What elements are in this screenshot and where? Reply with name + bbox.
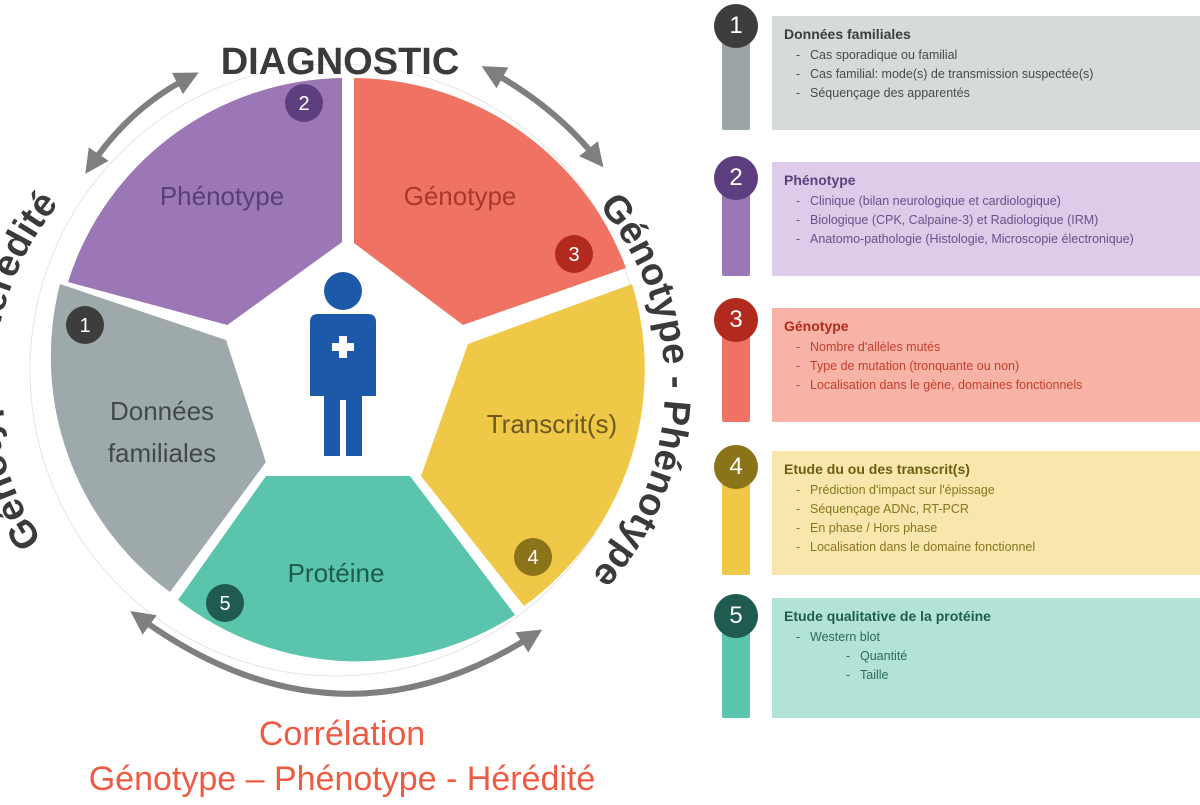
correlation-subtitle: Génotype – Phénotype - Hérédité xyxy=(89,760,596,798)
legend-number-3: 3 xyxy=(714,298,758,342)
legend-item: Cas sporadique ou familial xyxy=(784,46,1188,65)
legend-item: Anatomo-pathologie (Histologie, Microsco… xyxy=(784,230,1188,249)
badge-1: 1 xyxy=(66,306,104,344)
segment-label-phenotype: Phénotype xyxy=(160,181,284,211)
legend-title-3: Génotype xyxy=(784,318,849,334)
legend-item: Localisation dans le gène, domaines fonc… xyxy=(784,376,1188,395)
legend-item: Séquençage des apparentés xyxy=(784,84,1188,103)
legend-entry-5: 5 Etude qualitative de la protéine Weste… xyxy=(714,594,1200,718)
legend-box-2: Phénotype Clinique (bilan neurologique e… xyxy=(772,162,1200,276)
legend-panel: 1 Données familiales Cas sporadique ou f… xyxy=(714,0,1200,805)
segment-label-donnees: Données xyxy=(110,396,214,426)
correlation-title: Corrélation xyxy=(259,715,425,753)
segment-phenotype xyxy=(68,78,342,346)
legend-entry-4: 4 Etude du ou des transcrit(s) Prédictio… xyxy=(714,445,1200,575)
legend-box-4: Etude du ou des transcrit(s) Prédiction … xyxy=(772,451,1200,575)
legend-box-5: Etude qualitative de la protéine Western… xyxy=(772,598,1200,718)
double-arrow-bottom xyxy=(130,610,543,697)
legend-item: Clinique (bilan neurologique et cardiolo… xyxy=(784,192,1188,211)
segment-label-transcrits: Transcrit(s) xyxy=(487,409,617,439)
legend-box-1: Données familiales Cas sporadique ou fam… xyxy=(772,16,1200,130)
badge-3: 3 xyxy=(555,235,593,273)
badge-5: 5 xyxy=(206,584,244,622)
diagnostic-cycle-diagram: Phénotype Génotype Transcrit(s) Protéine… xyxy=(0,41,698,798)
legend-item: Western blot xyxy=(784,628,1188,647)
double-arrow-top-right xyxy=(481,66,604,168)
segment-transcrits xyxy=(421,284,645,606)
segment-donnees-familiales xyxy=(50,284,267,592)
legend-title-2: Phénotype xyxy=(784,172,856,188)
svg-text:2: 2 xyxy=(298,93,309,115)
legend-item: Nombre d'allèles mutés xyxy=(784,338,1188,357)
legend-title-1: Données familiales xyxy=(784,26,911,42)
legend-item: Type de mutation (tronquante ou non) xyxy=(784,357,1188,376)
badge-4: 4 xyxy=(514,538,552,576)
legend-box-3: Génotype Nombre d'allèles mutés Type de … xyxy=(772,308,1200,422)
segment-label-proteine: Protéine xyxy=(288,558,385,588)
svg-text:5: 5 xyxy=(219,593,230,615)
legend-item: Séquençage ADNc, RT-PCR xyxy=(784,500,1188,519)
legend-subitem: Taille xyxy=(784,666,1188,685)
segment-label-familiales: familiales xyxy=(108,438,216,468)
legend-item: Cas familial: mode(s) de transmission su… xyxy=(784,65,1188,84)
legend-number-1: 1 xyxy=(714,4,758,48)
svg-text:1: 1 xyxy=(79,315,90,337)
legend-title-4: Etude du ou des transcrit(s) xyxy=(784,461,970,477)
legend-item: Biologique (CPK, Calpaine-3) et Radiolog… xyxy=(784,211,1188,230)
segment-label-genotype: Génotype xyxy=(404,181,517,211)
legend-item: En phase / Hors phase xyxy=(784,519,1188,538)
legend-item: Prédiction d'impact sur l'épissage xyxy=(784,481,1188,500)
person-with-cross-icon xyxy=(310,272,376,456)
double-arrow-top-left xyxy=(85,72,199,174)
legend-subitem: Quantité xyxy=(784,647,1188,666)
legend-number-5: 5 xyxy=(714,594,758,638)
legend-entry-1: 1 Données familiales Cas sporadique ou f… xyxy=(714,4,1200,130)
legend-number-4: 4 xyxy=(714,445,758,489)
legend-item: Localisation dans le domaine fonctionnel xyxy=(784,538,1188,557)
legend-title-5: Etude qualitative de la protéine xyxy=(784,608,991,624)
badge-2: 2 xyxy=(285,84,323,122)
svg-text:4: 4 xyxy=(527,547,538,569)
legend-entry-3: 3 Génotype Nombre d'allèles mutés Type d… xyxy=(714,298,1200,422)
legend-number-2: 2 xyxy=(714,156,758,200)
legend-entry-2: 2 Phénotype Clinique (bilan neurologique… xyxy=(714,156,1200,276)
svg-text:3: 3 xyxy=(568,244,579,266)
ring-label-diagnostic: DIAGNOSTIC xyxy=(221,41,460,83)
